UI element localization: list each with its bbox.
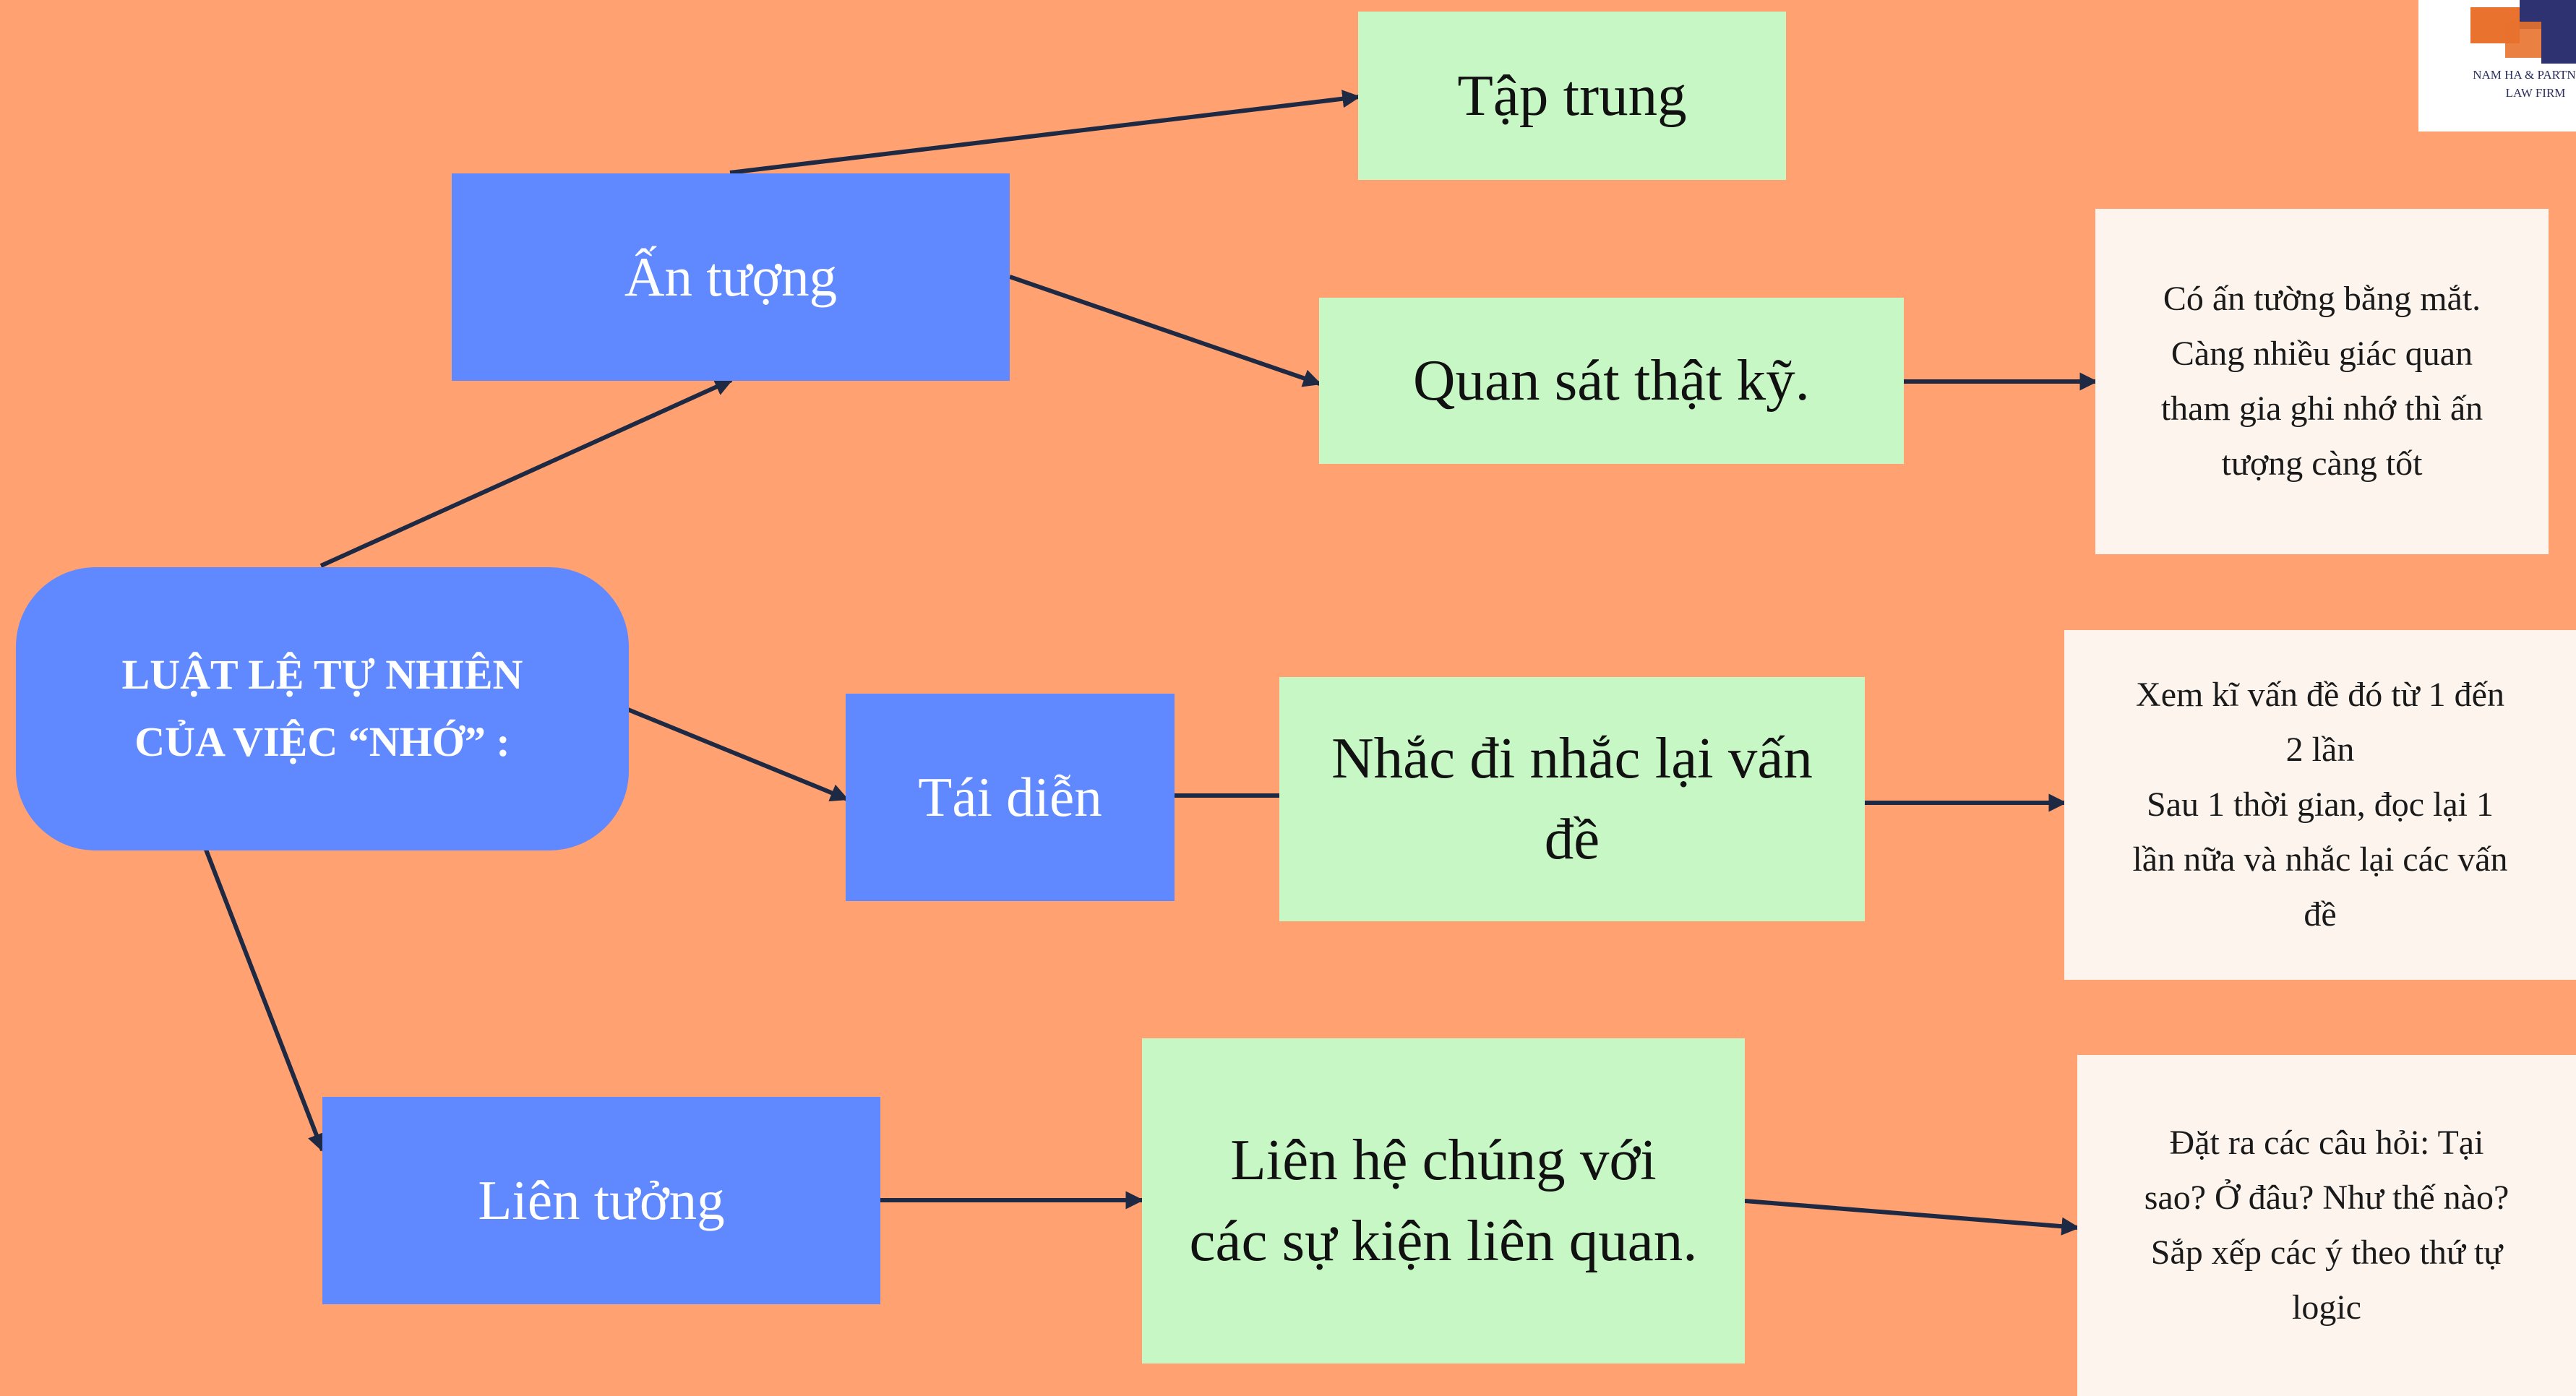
note-an-tuong: Có ấn tường bằng mắt. Càng nhiều giác qu…	[2095, 209, 2549, 554]
root-line-1: LUẬT LỆ TỰ NHIÊN	[121, 651, 523, 699]
note-lien-tuong-line-2: sao? Ở đâu? Như thế nào?	[2144, 1179, 2510, 1218]
note-lien-tuong-line-1: Đặt ra các câu hỏi: Tại	[2169, 1124, 2484, 1163]
note-tai-dien-line-3: Sau 1 thời gian, đọc lại 1	[2147, 785, 2494, 824]
arrow-an-tuong-to-quan-sat	[1009, 275, 1322, 387]
note-an-tuong-line-1: Có ấn tường bằng mắt.	[2163, 280, 2481, 319]
note-tai-dien-line-4: lần nữa và nhắc lại các vấn	[2132, 840, 2508, 879]
action-tap-trung-label: Tập trung	[1457, 62, 1687, 128]
law-firm-logo: NAM HA & PARTNERS LAW FIRM	[2418, 0, 2576, 132]
category-lien-tuong-label: Liên tưởng	[478, 1169, 725, 1232]
action-nhac-lai-line-1: Nhắc đi nhắc lại vấn	[1331, 725, 1813, 791]
logo-line-2: LAW FIRM	[2505, 85, 2566, 100]
action-lien-he-line-1: Liên hệ chúng với	[1230, 1127, 1657, 1193]
logo-line-1: NAM HA & PARTNERS	[2473, 68, 2576, 82]
note-lien-tuong-line-3: Sắp xếp các ý theo thứ tự	[2150, 1233, 2503, 1272]
note-an-tuong-line-3: tham gia ghi nhớ thì ấn	[2160, 389, 2483, 428]
action-quan-sat-label: Quan sát thật kỹ.	[1413, 348, 1810, 413]
note-tai-dien: Xem kĩ vấn đề đó từ 1 đến 2 lần Sau 1 th…	[2064, 630, 2576, 980]
action-lien-he-line-2: các sự kiện liên quan.	[1189, 1208, 1698, 1273]
arrow-lien-he-to-note	[1744, 1199, 2080, 1236]
category-tai-dien: Tái diễn	[846, 694, 1175, 901]
root-topic: LUẬT LỆ TỰ NHIÊN CỦA VIỆC “NHỚ” :	[16, 567, 629, 850]
note-lien-tuong: Đặt ra các câu hỏi: Tại sao? Ở đâu? Như …	[2077, 1055, 2576, 1396]
logo-text: NAM HA & PARTNERS LAW FIRM	[2463, 66, 2576, 102]
note-an-tuong-line-2: Càng nhiều giác quan	[2171, 335, 2473, 374]
note-tai-dien-line-1: Xem kĩ vấn đề đó từ 1 đến	[2136, 676, 2504, 715]
arrow-root-to-tai-dien	[627, 707, 849, 802]
action-nhac-lai-line-2: đề	[1544, 806, 1600, 871]
logo-cube-icon	[2470, 0, 2576, 64]
category-lien-tuong: Liên tưởng	[322, 1097, 880, 1304]
note-lien-tuong-line-4: logic	[2292, 1288, 2361, 1327]
note-tai-dien-line-2: 2 lần	[2285, 731, 2355, 770]
action-lien-he: Liên hệ chúng với các sự kiện liên quan.	[1142, 1038, 1745, 1363]
arrow-root-to-lien-tuong	[200, 839, 325, 1152]
action-nhac-lai: Nhắc đi nhắc lại vấn đề	[1279, 677, 1865, 921]
note-tai-dien-line-5: đề	[2304, 895, 2337, 934]
note-an-tuong-line-4: tượng càng tốt	[2221, 444, 2423, 483]
category-tai-dien-label: Tái diễn	[918, 766, 1102, 829]
category-an-tuong-label: Ấn tượng	[624, 246, 838, 309]
arrow-an-tuong-to-tap-trung	[729, 90, 1361, 175]
category-an-tuong: Ấn tượng	[452, 173, 1010, 381]
root-line-2: CỦA VIỆC “NHỚ” :	[134, 718, 510, 765]
action-tap-trung: Tập trung	[1358, 12, 1786, 180]
arrow-root-to-an-tuong	[319, 378, 734, 568]
action-quan-sat: Quan sát thật kỹ.	[1319, 298, 1904, 464]
